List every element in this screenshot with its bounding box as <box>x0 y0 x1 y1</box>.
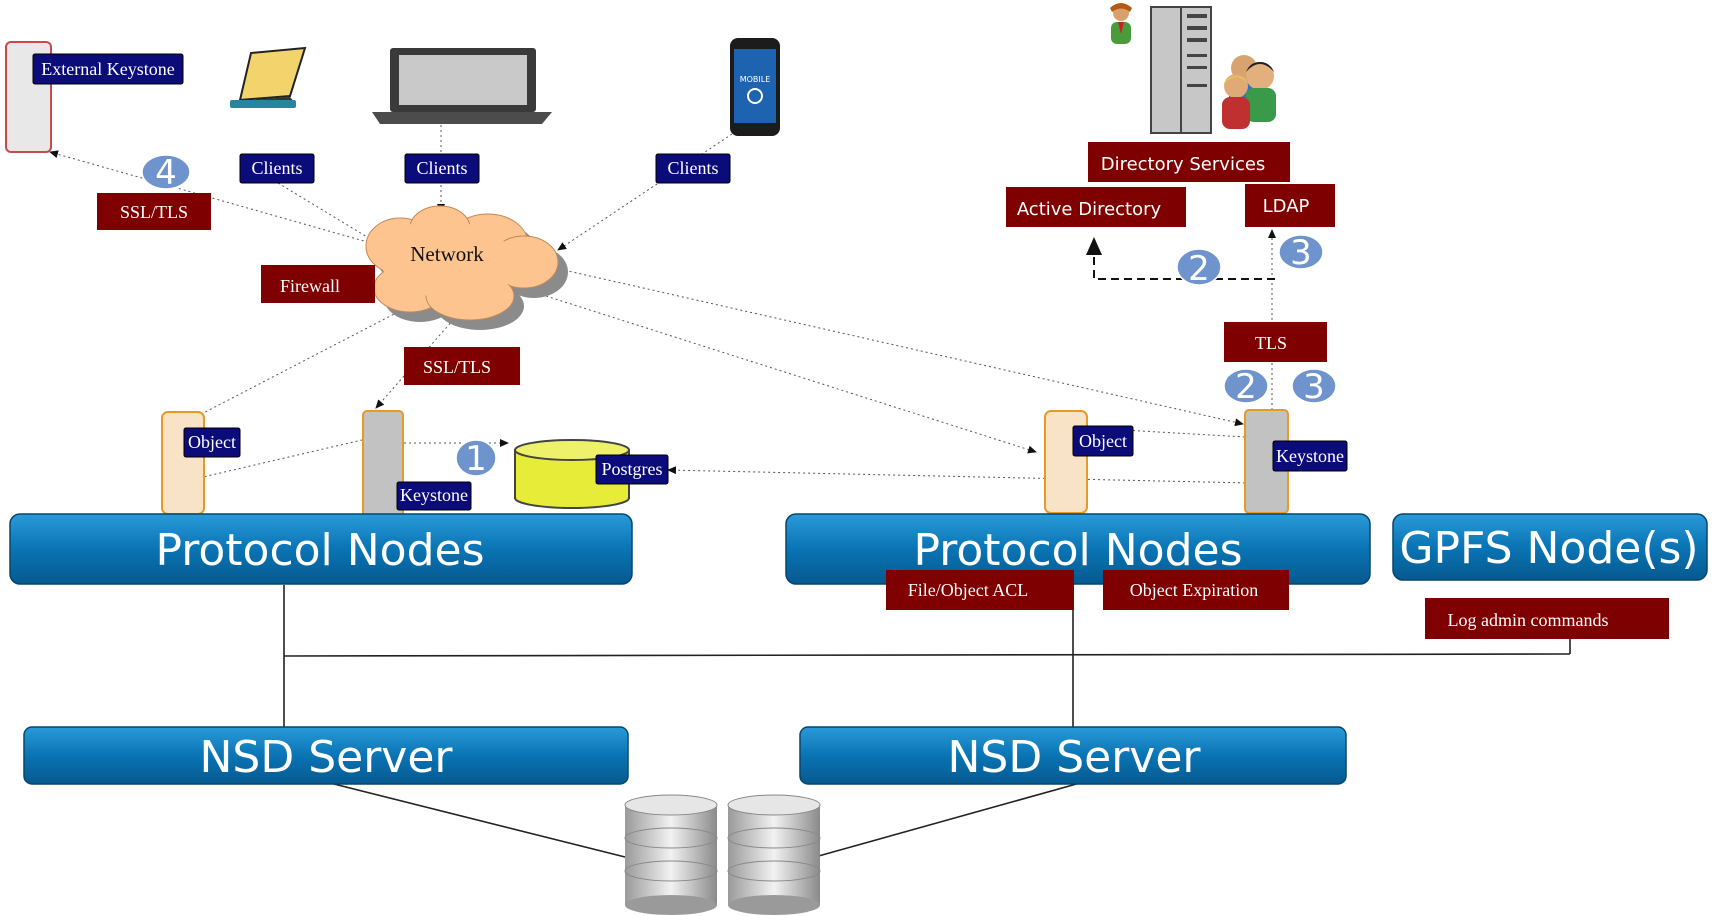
ssl-tls-left-box <box>97 193 211 230</box>
step-number-3-tls: 3 <box>1303 367 1325 407</box>
protocol-nodes-right-label: Protocol Nodes <box>913 525 1242 576</box>
user-group-icon <box>1222 55 1276 129</box>
link-clients1-network <box>277 182 383 247</box>
link-network-object-right <box>526 289 1037 454</box>
laptop-icon <box>372 48 552 124</box>
nsd-server-left-bar <box>23 726 629 785</box>
object-left-box <box>161 411 205 515</box>
step-circle-2-ad <box>1176 248 1222 286</box>
disk-stack-icon <box>624 794 821 915</box>
object-expiration-box <box>1103 570 1289 610</box>
external-keystone-label: External Keystone <box>41 59 174 79</box>
ssl-tls-center-label: SSL/TLS <box>423 357 491 377</box>
object-left-label: Object <box>188 432 236 452</box>
step-number-3-ldap: 3 <box>1290 233 1312 273</box>
step-number-2-tls: 2 <box>1235 367 1257 407</box>
link-network-keystone-left <box>375 311 461 409</box>
clients-2-label-box <box>404 153 480 184</box>
nsd-server-right-bar <box>799 726 1347 785</box>
postgres-label: Postgres <box>601 459 662 479</box>
gpfs-nodes-bar <box>1392 513 1708 581</box>
postgres-label-box <box>595 454 669 485</box>
notebook-icon <box>230 46 307 108</box>
step-circle-1 <box>455 439 497 477</box>
clients-1-label-box <box>239 153 315 184</box>
ldap-box <box>1245 184 1335 227</box>
mobile-phone-icon: MOBILE <box>730 38 780 136</box>
line-horizontal-bus <box>283 653 1571 657</box>
object-right-label-box <box>1072 425 1134 457</box>
clients-3-label: Clients <box>667 158 718 178</box>
link-keystone-right-postgres <box>667 466 1251 484</box>
external-keystone-label-box <box>32 53 184 85</box>
gpfs-nodes-label: GPFS Node(s) <box>1399 523 1698 574</box>
line-nsd-left-storage <box>329 782 626 858</box>
nsd-server-left-label: NSD Server <box>200 732 454 783</box>
step-circle-4 <box>141 154 191 190</box>
tls-box <box>1224 322 1327 362</box>
server-icon <box>1150 6 1212 134</box>
active-directory-box <box>1006 187 1186 227</box>
nsd-server-right-label: NSD Server <box>948 732 1202 783</box>
step-number-4: 4 <box>155 153 177 193</box>
keystone-left-label-box <box>396 481 472 511</box>
protocol-nodes-left-bar <box>9 513 633 585</box>
object-right-label: Object <box>1079 431 1127 451</box>
ssl-tls-left-label: SSL/TLS <box>120 202 188 222</box>
link-network-object-left <box>185 311 399 423</box>
protocol-nodes-right-bar <box>785 513 1371 585</box>
protocol-nodes-left-label: Protocol Nodes <box>155 525 484 576</box>
link-network-external-keystone <box>49 150 379 246</box>
step-number-1: 1 <box>465 439 487 479</box>
log-admin-commands-box <box>1425 598 1669 639</box>
line-nsd-right-storage <box>814 782 1081 858</box>
clients-3-label-box <box>655 153 731 184</box>
step-circle-3-ldap <box>1278 234 1324 270</box>
file-object-acl-label: File/Object ACL <box>908 580 1029 600</box>
mobile-text: MOBILE <box>740 75 771 84</box>
ldap-label: LDAP <box>1263 196 1310 217</box>
step-number-2-ad: 2 <box>1188 249 1210 289</box>
step-circle-2-tls <box>1223 368 1269 404</box>
firewall-box <box>261 265 375 303</box>
firewall-label: Firewall <box>280 276 340 296</box>
link-clients3-network <box>557 133 733 251</box>
file-object-acl-box <box>886 570 1074 610</box>
log-admin-commands-label: Log admin commands <box>1448 610 1609 630</box>
directory-services-label: Directory Services <box>1101 154 1266 175</box>
object-left-label-box <box>183 427 241 458</box>
keystone-left-label: Keystone <box>400 485 468 505</box>
active-directory-label: Active Directory <box>1017 199 1162 220</box>
link-network-keystone-right <box>554 267 1244 427</box>
clients-1-label: Clients <box>251 158 302 178</box>
keystone-right-label: Keystone <box>1276 446 1344 466</box>
network-label: Network <box>410 242 484 266</box>
user-icon <box>1110 3 1132 44</box>
tls-label: TLS <box>1255 333 1287 353</box>
clients-2-label: Clients <box>416 158 467 178</box>
step-circle-3-tls <box>1291 368 1337 404</box>
directory-services-box <box>1088 142 1290 182</box>
object-expiration-label: Object Expiration <box>1130 580 1258 600</box>
ssl-tls-center-box <box>404 347 520 385</box>
keystone-right-label-box <box>1272 440 1348 472</box>
cloud-icon <box>365 205 568 330</box>
